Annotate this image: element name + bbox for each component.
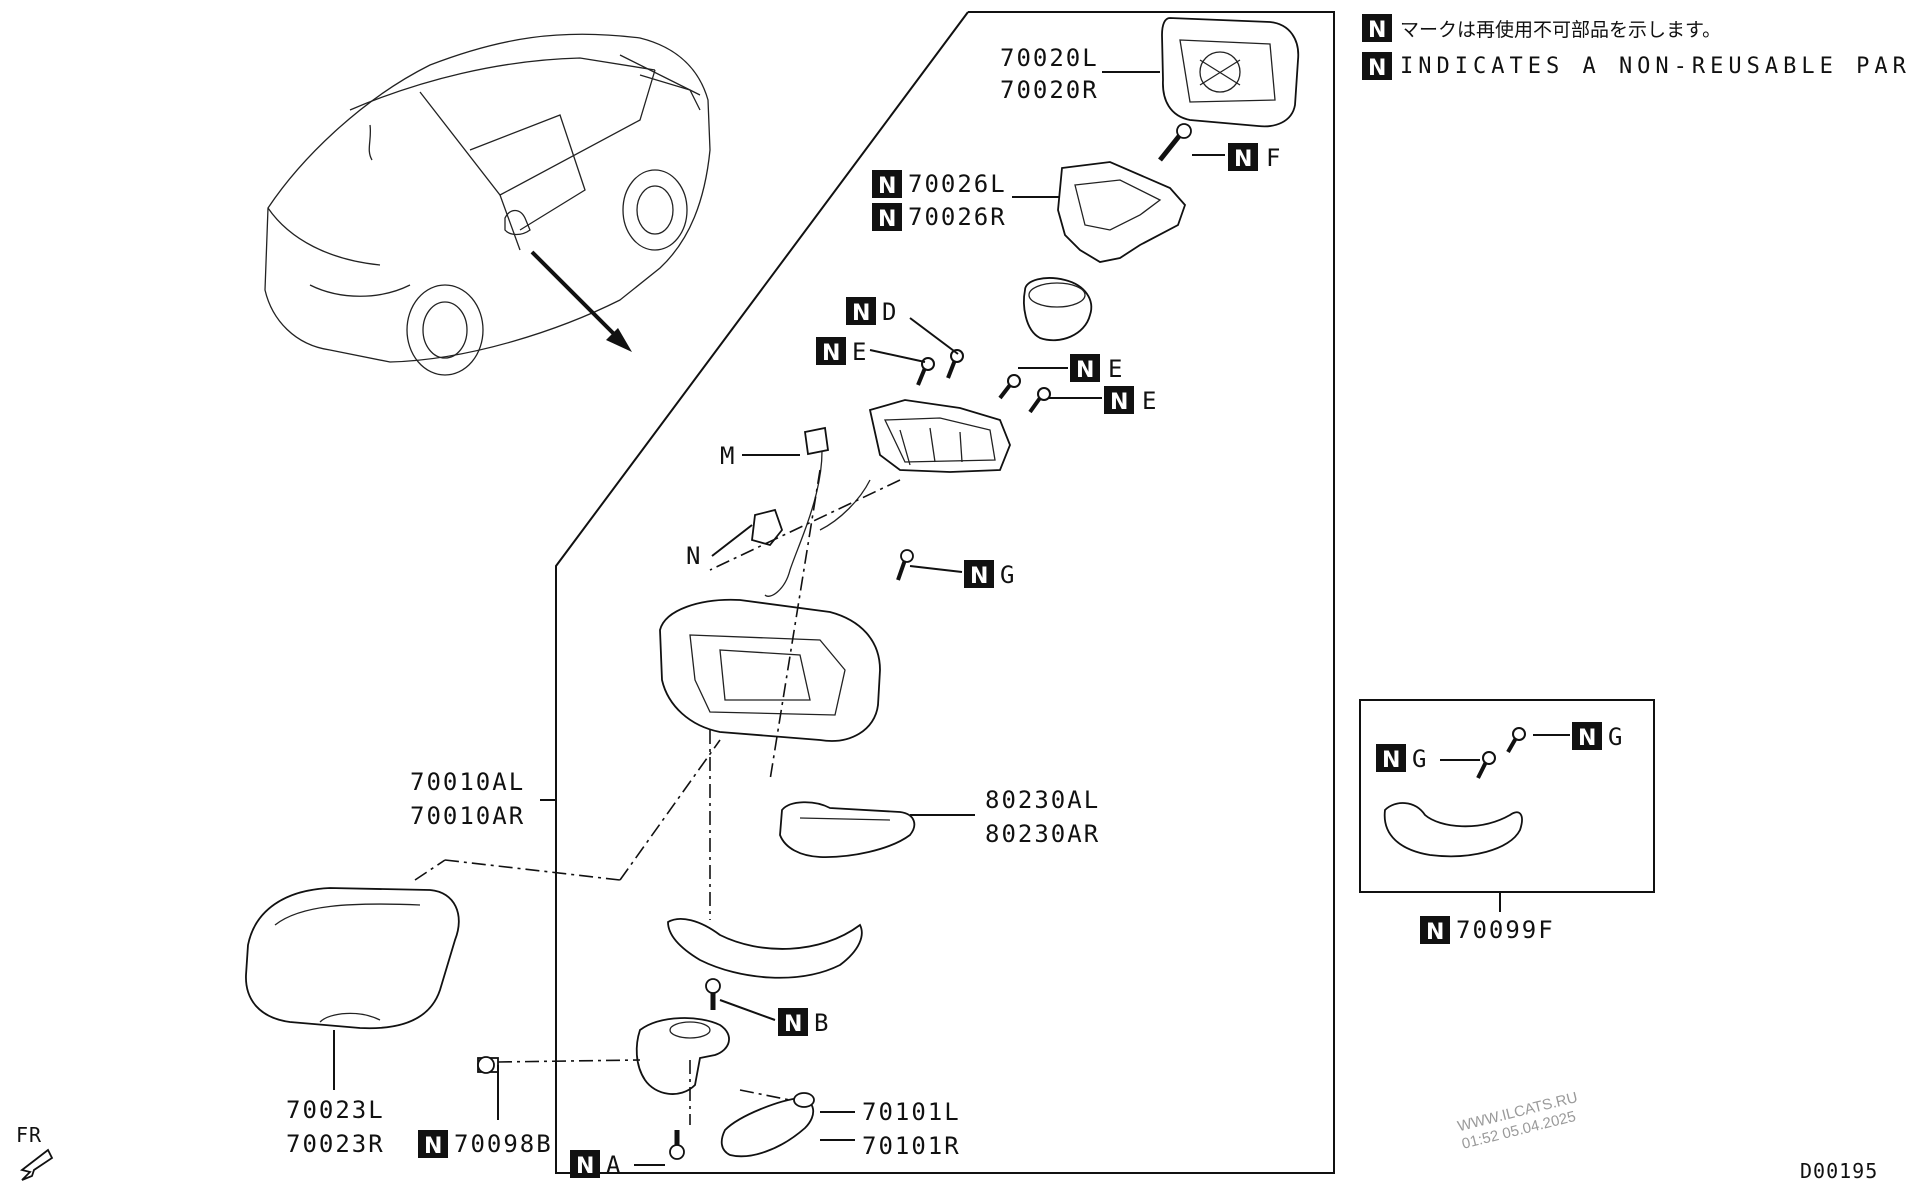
callout-B: B bbox=[814, 1009, 830, 1037]
inset-cover bbox=[1383, 802, 1523, 858]
callout-M: M bbox=[720, 442, 736, 470]
marker-G3: N bbox=[1382, 748, 1400, 773]
callout-D: D bbox=[882, 298, 898, 326]
label-80230AR: 80230AR bbox=[985, 820, 1100, 848]
bracket-70026 bbox=[1057, 161, 1187, 263]
detail-arrow bbox=[530, 250, 632, 352]
screw-70098B bbox=[477, 1056, 499, 1074]
label-70101L: 70101L bbox=[862, 1098, 961, 1126]
callout-E1: E bbox=[852, 338, 868, 366]
direction-label: FR bbox=[16, 1123, 42, 1147]
label-70010AL: 70010AL bbox=[410, 768, 525, 796]
legend: N マークは再使用不可部品を示します。 N INDICATES A NON-RE… bbox=[1362, 14, 1907, 81]
label-70023L: 70023L bbox=[286, 1096, 385, 1124]
label-70101R: 70101R bbox=[862, 1132, 961, 1160]
callout-E3: E bbox=[1142, 387, 1158, 415]
bottom-cover-70101 bbox=[720, 1092, 815, 1158]
callout-G1: G bbox=[1000, 561, 1016, 589]
turn-lamp-80230A bbox=[779, 801, 916, 858]
label-80230AL: 80230AL bbox=[985, 786, 1100, 814]
diagram-code: D00195 bbox=[1800, 1159, 1878, 1183]
label-70099F: 70099F bbox=[1456, 916, 1555, 944]
label-70026R: 70026R bbox=[908, 203, 1007, 231]
assembly-outline bbox=[555, 11, 1335, 1174]
label-70098B: 70098B bbox=[454, 1130, 553, 1158]
mirror-glass-70020 bbox=[1161, 17, 1300, 128]
leader-lines bbox=[333, 71, 1570, 1166]
vehicle-sketch bbox=[264, 33, 711, 376]
label-70023R: 70023R bbox=[286, 1130, 385, 1158]
letter-callouts: N F N D N E N E N E M N N G N B N A N bbox=[570, 143, 1624, 1179]
bolts-d-e bbox=[916, 349, 1051, 414]
legend-english: INDICATES A NON-REUSABLE PART. bbox=[1400, 54, 1907, 79]
legend-marker-jp: N bbox=[1368, 18, 1386, 43]
label-70026L: 70026L bbox=[908, 170, 1007, 198]
marker-E3: N bbox=[1110, 390, 1128, 415]
guide-lines bbox=[414, 469, 901, 1125]
label-70020R: 70020R bbox=[1000, 76, 1099, 104]
motor-unit bbox=[1023, 277, 1093, 342]
legend-japanese: マークは再使用不可部品を示します。 bbox=[1400, 19, 1721, 41]
callout-F: F bbox=[1266, 144, 1282, 172]
actuator-frame bbox=[868, 399, 1011, 473]
bolt-f bbox=[1158, 123, 1192, 162]
marker-B: N bbox=[784, 1012, 802, 1037]
inset-bolts bbox=[1476, 727, 1526, 779]
marker-E1: N bbox=[822, 341, 840, 366]
marker-G2: N bbox=[1578, 726, 1596, 751]
callout-G2: G bbox=[1608, 723, 1624, 751]
front-arrow-icon bbox=[19, 1148, 54, 1181]
bolt-g bbox=[896, 549, 914, 581]
marker-70099F: N bbox=[1426, 920, 1444, 945]
part-labels: 70020L 70020R N 70026L N 70026R 70010AL … bbox=[286, 44, 1555, 1160]
legend-marker-en: N bbox=[1368, 56, 1386, 81]
callout-E2: E bbox=[1108, 355, 1124, 383]
marker-A: N bbox=[576, 1154, 594, 1179]
bolt-a bbox=[669, 1130, 685, 1160]
mirror-base bbox=[635, 1017, 730, 1095]
callout-A: A bbox=[606, 1151, 622, 1179]
marker-D: N bbox=[852, 301, 870, 326]
front-direction: FR bbox=[16, 1123, 54, 1181]
label-70010AR: 70010AR bbox=[410, 802, 525, 830]
inset-box bbox=[1359, 699, 1655, 893]
watermark: WWW.ILCATS.RU 01:52 05.04.2025 bbox=[1456, 1089, 1580, 1153]
label-70020L: 70020L bbox=[1000, 44, 1099, 72]
lower-cover bbox=[667, 918, 863, 979]
marker-F: N bbox=[1234, 147, 1252, 172]
marker-G1: N bbox=[970, 564, 988, 589]
marker-70026L: N bbox=[878, 174, 896, 199]
marker-E2: N bbox=[1076, 358, 1094, 383]
marker-70026R: N bbox=[878, 207, 896, 232]
callout-N: N bbox=[686, 542, 702, 570]
mirror-housing-70010A bbox=[659, 598, 881, 742]
marker-70098B: N bbox=[424, 1134, 442, 1159]
bolt-b bbox=[705, 978, 721, 1010]
mirror-cover-70023 bbox=[245, 887, 460, 1030]
connector-n bbox=[751, 508, 784, 547]
callout-G3: G bbox=[1412, 745, 1428, 773]
harness-m bbox=[764, 426, 871, 597]
